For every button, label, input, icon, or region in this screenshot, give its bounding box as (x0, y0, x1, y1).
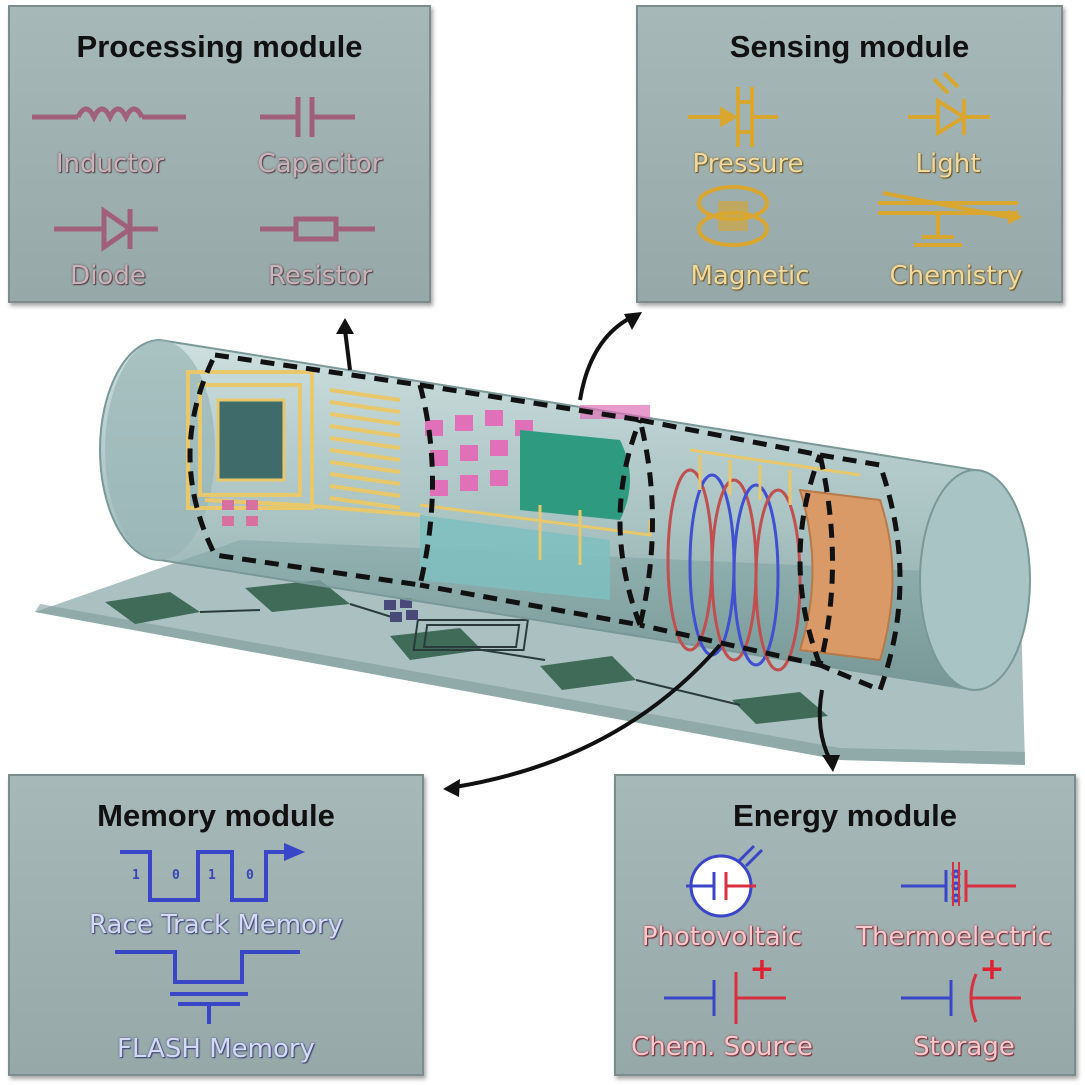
race-track-memory-icon (120, 842, 306, 902)
resistor-icon (260, 216, 375, 242)
inductor-label: Inductor (55, 149, 165, 179)
photovoltaic-icon (686, 844, 764, 918)
substrate-traces (199, 603, 741, 706)
connector-arrows (343, 316, 832, 789)
magnetic-sensor-icon (697, 185, 769, 247)
processing-module-panel: Processing module Inductor Capacitor Dio… (8, 5, 431, 303)
resistor-label: Resistor (268, 261, 372, 291)
processing-pads (222, 500, 258, 526)
photovoltaic-label: Photovoltaic (641, 922, 803, 952)
energy-module-panel: Energy module (614, 774, 1076, 1076)
bit-4: 0 (246, 868, 254, 883)
sensing-module-title: Sensing module (729, 29, 970, 64)
flash-memory-icon (115, 950, 300, 1024)
cylinder-right-cap (919, 469, 1031, 691)
chemistry-label: Chemistry (889, 261, 1023, 291)
sensing-symbols (688, 71, 1023, 247)
memory-symbols (115, 842, 306, 1024)
capacitor-label: Capacitor (257, 149, 383, 179)
capacitor-icon (260, 97, 355, 137)
pressure-label: Pressure (692, 149, 804, 179)
pressure-sensor-icon (688, 87, 778, 147)
memory-chips (384, 598, 418, 622)
chemistry-sensor-icon (878, 191, 1023, 247)
memory-module-panel: Memory module 1 0 1 0 Race Track Memory … (8, 774, 424, 1076)
energy-coils (666, 468, 802, 672)
processing-circuitry (186, 370, 421, 517)
processing-symbols (32, 97, 375, 252)
storage-plus: + (979, 952, 1005, 987)
sensing-chemistry-block (520, 430, 630, 520)
chem-source-icon (664, 972, 786, 1024)
light-label: Light (915, 149, 981, 179)
race-track-memory-label: Race Track Memory (88, 910, 344, 940)
energy-symbols (664, 844, 1021, 1024)
light-sensor-icon (908, 71, 990, 137)
chem-source-label: Chem. Source (631, 1032, 813, 1062)
sensor-array (425, 405, 650, 496)
diode-label: Diode (70, 261, 146, 291)
storage-label: Storage (913, 1032, 1015, 1062)
energy-module-title: Energy module (733, 798, 957, 833)
module-outlines (187, 352, 903, 694)
magnetic-label: Magnetic (690, 261, 810, 291)
inductor-icon (32, 106, 186, 123)
processing-module-title: Processing module (76, 29, 363, 64)
bit-3: 1 (208, 868, 216, 883)
flash-memory-label: FLASH Memory (117, 1034, 315, 1064)
diode-icon (54, 206, 158, 252)
bit-1: 1 (132, 868, 140, 883)
sensing-lower-block (420, 515, 610, 600)
chem-source-plus: + (749, 952, 775, 987)
storage-icon (901, 973, 1021, 1023)
thermoelectric-icon (901, 862, 1016, 906)
sensing-module-panel: Sensing module Pressure L (636, 5, 1063, 303)
substrate-pads (105, 580, 828, 724)
bit-2: 0 (172, 868, 180, 883)
memory-module-title: Memory module (97, 798, 335, 833)
battery-cell (798, 488, 894, 662)
thermoelectric-label: Thermoelectric (856, 922, 1052, 952)
